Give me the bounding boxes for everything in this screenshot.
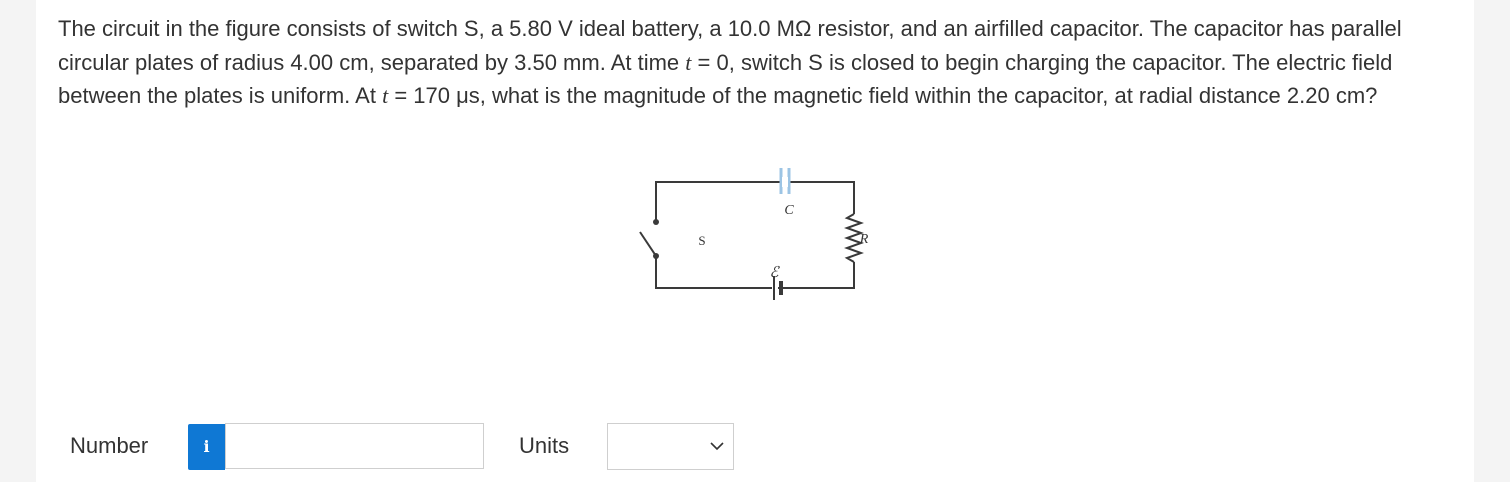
capacitor-symbol — [779, 168, 791, 194]
units-label: Units — [519, 433, 570, 458]
circuit-diagram: C S R ℰ — [639, 168, 869, 300]
capacitor-label: C — [784, 203, 794, 218]
circuit-wires — [655, 181, 855, 289]
battery-symbol — [773, 276, 783, 300]
number-input[interactable] — [225, 423, 484, 469]
question-card: The circuit in the figure consists of sw… — [36, 0, 1474, 482]
question-text-part2: = 0, switch S is closed to begin chargin… — [58, 49, 1393, 109]
emf-label: ℰ — [769, 263, 780, 281]
switch-label: S — [698, 233, 705, 248]
time-variable-2: t — [382, 83, 389, 108]
resistor-symbol — [844, 213, 864, 263]
number-label: Number — [70, 433, 149, 458]
chevron-down-icon — [710, 442, 724, 451]
time-variable-1: t — [685, 49, 692, 75]
question-text-part1: The circuit in the figure consists of sw… — [58, 16, 1402, 75]
switch-symbol — [639, 219, 659, 259]
question-text: The circuit in the figure consists of sw… — [58, 12, 1453, 113]
resistor-label: R — [859, 232, 869, 247]
units-dropdown[interactable] — [607, 423, 734, 470]
info-icon[interactable]: i — [188, 424, 225, 470]
question-text-part3: = 170 μs, what is the magnitude of the m… — [388, 83, 1378, 108]
